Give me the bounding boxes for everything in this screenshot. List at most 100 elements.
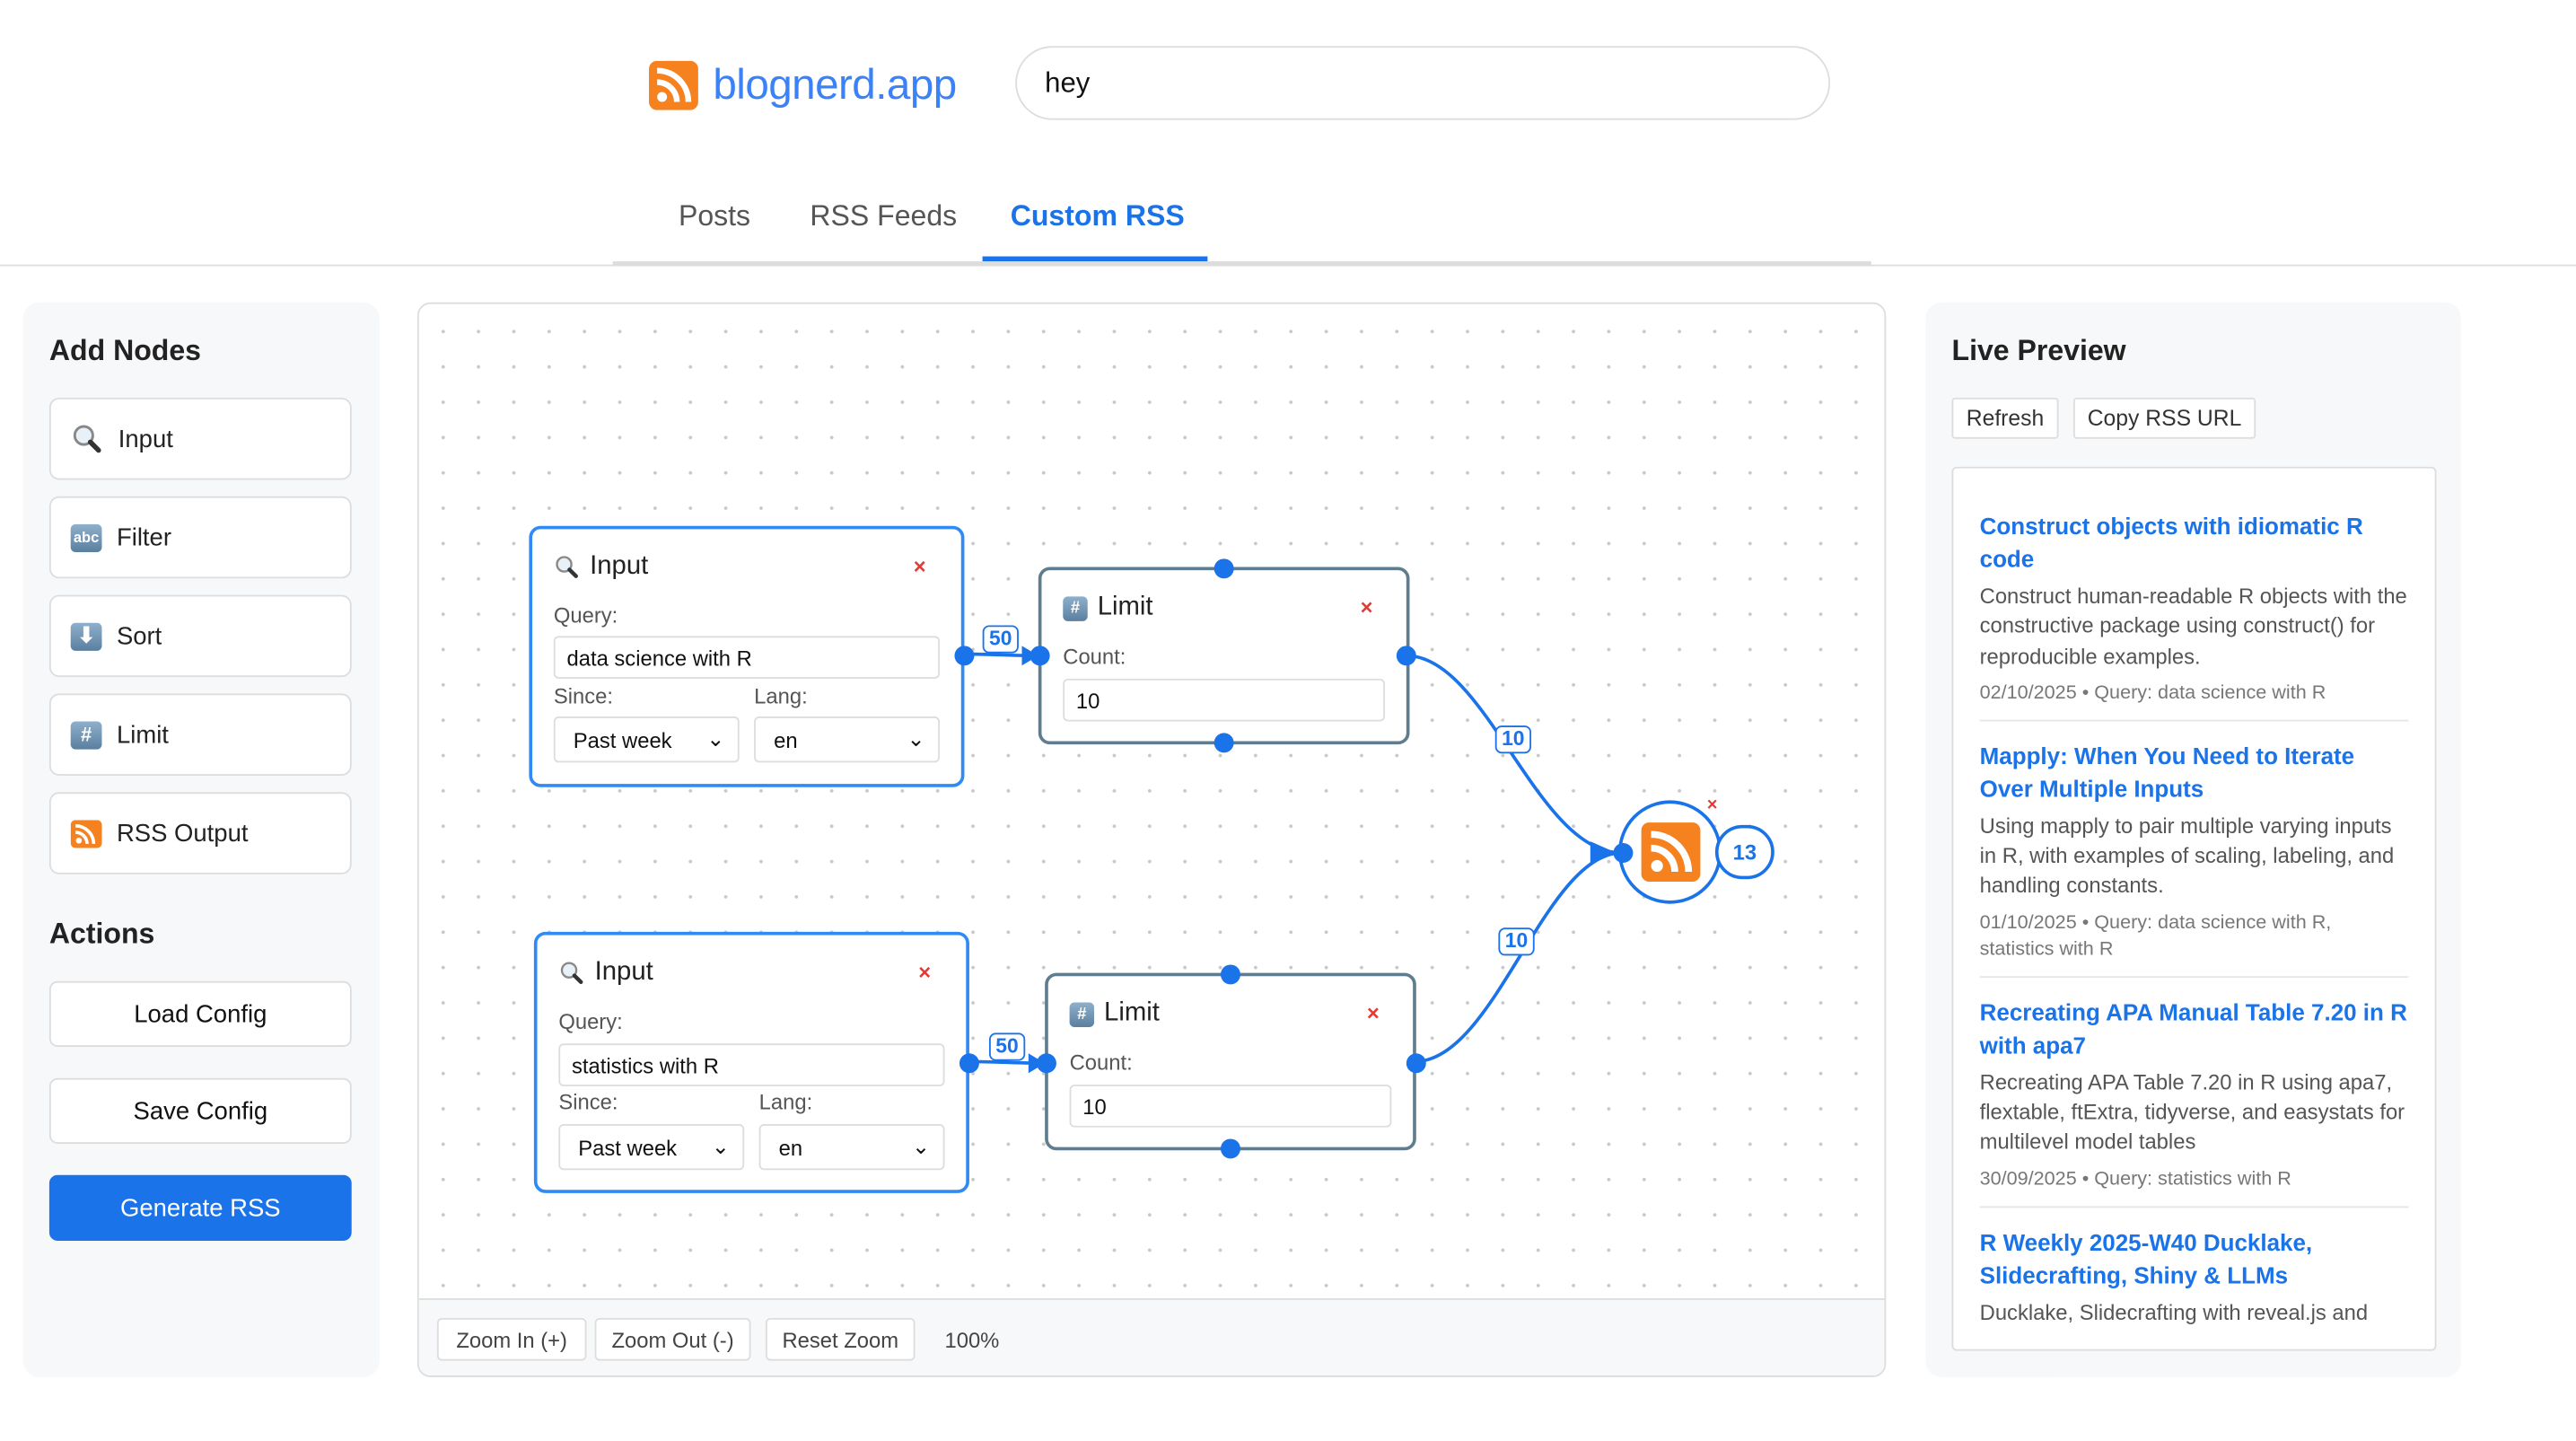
close-icon[interactable]: × [1706, 795, 1718, 815]
top-port[interactable] [1214, 558, 1234, 579]
load-config-button[interactable]: Load Config [48, 980, 352, 1047]
limit-node-title: Limit [1097, 593, 1153, 621]
bottom-port[interactable] [1220, 1138, 1240, 1159]
close-icon[interactable]: × [1360, 594, 1373, 620]
zoom-in-button[interactable]: Zoom In (+) [436, 1317, 587, 1361]
brand-name: blognerd.app [713, 58, 957, 109]
add-rss-output-node-button[interactable]: RSS Output [48, 792, 352, 874]
add-limit-label: Limit [116, 720, 169, 749]
input-port[interactable] [1613, 842, 1634, 863]
input-node-header: Input [558, 958, 653, 988]
rss-output-node[interactable] [1613, 800, 1722, 904]
output-port[interactable] [1406, 1053, 1426, 1074]
preview-item-desc: Using mapply to pair multiple varying in… [1979, 813, 2395, 899]
lang-label: Lang: [754, 683, 808, 708]
tab-custom-rss[interactable]: Custom RSS [1010, 198, 1185, 233]
preview-item-title[interactable]: Construct objects with idiomatic R code [1979, 514, 2363, 574]
lang-value: en [774, 726, 798, 752]
preview-item-meta: 02/10/2025 • Query: data science with R [1979, 680, 2326, 704]
tab-rss-feeds[interactable]: RSS Feeds [810, 198, 958, 233]
query-label: Query: [553, 602, 618, 628]
live-preview-panel: Live Preview Refresh Copy RSS URL Constr… [1925, 302, 2461, 1377]
count-input[interactable]: 10 [1069, 1085, 1392, 1128]
zoom-level: 100% [944, 1327, 1000, 1353]
add-filter-node-button[interactable]: abc Filter [48, 496, 352, 579]
preview-item-title[interactable]: Mapply: When You Need to Iterate Over Mu… [1979, 743, 2355, 804]
add-input-label: Input [118, 425, 173, 453]
input-port[interactable] [1030, 646, 1050, 666]
input-node-2[interactable]: Input × Query: statistics with R Since: … [533, 931, 979, 1193]
rss-logo-icon [649, 59, 698, 110]
edge-limit2-output[interactable] [1414, 851, 1622, 1064]
zoom-out-button[interactable]: Zoom Out (-) [594, 1317, 751, 1361]
add-limit-node-button[interactable]: # Limit [48, 693, 352, 776]
input-node-header: Input [554, 552, 648, 582]
chevron-down-icon: ⌄ [907, 726, 925, 751]
count-label: Count: [1069, 1050, 1133, 1076]
query-label: Query: [558, 1008, 623, 1034]
since-label: Since: [558, 1089, 618, 1115]
output-port[interactable] [959, 1053, 979, 1074]
limit-node-2[interactable]: # Limit × Count: 10 [1036, 964, 1426, 1159]
edge-label: 10 [1498, 927, 1535, 956]
edge-limit1-output[interactable] [1406, 654, 1622, 855]
tab-posts[interactable]: Posts [678, 198, 751, 233]
hash-icon: # [70, 720, 102, 749]
add-nodes-panel: Add Nodes Input abc Filter ⬇ Sort # Limi… [22, 302, 380, 1377]
save-config-button[interactable]: Save Config [48, 1077, 352, 1144]
count-label: Count: [1063, 644, 1126, 669]
preview-item-desc: Recreating APA Table 7.20 in R using apa… [1979, 1069, 2405, 1155]
lang-value: en [778, 1134, 803, 1160]
reset-zoom-button[interactable]: Reset Zoom [765, 1317, 916, 1361]
count-input[interactable]: 10 [1063, 678, 1386, 722]
input-port[interactable] [1036, 1053, 1056, 1074]
canvas-toolbar: Zoom In (+) Zoom Out (-) Reset Zoom 100% [418, 1298, 1885, 1376]
close-icon[interactable]: × [918, 959, 932, 985]
add-input-node-button[interactable]: Input [48, 397, 352, 480]
search-input[interactable] [1015, 46, 1831, 120]
preview-item: R Weekly 2025-W40 Ducklake, Slidecraftin… [1980, 1227, 2409, 1343]
down-arrow-icon: ⬇ [70, 621, 102, 650]
preview-item: Construct objects with idiomatic R code … [1979, 511, 2409, 722]
close-icon[interactable]: × [1366, 1000, 1380, 1026]
edge-label: 50 [988, 1032, 1026, 1061]
generate-rss-button[interactable]: Generate RSS [48, 1174, 352, 1241]
close-icon[interactable]: × [913, 553, 926, 579]
magnifier-icon [560, 962, 583, 985]
since-select[interactable]: Past week ⌄ [553, 716, 740, 763]
actions-title: Actions [48, 917, 155, 950]
input-node-title: Input [590, 552, 649, 581]
query-input[interactable]: data science with R [553, 636, 940, 679]
bottom-port[interactable] [1214, 733, 1234, 753]
rss-icon [70, 819, 102, 848]
output-port[interactable] [1396, 646, 1416, 666]
copy-rss-url-button[interactable]: Copy RSS URL [2072, 397, 2256, 439]
add-sort-node-button[interactable]: ⬇ Sort [48, 594, 352, 678]
since-value: Past week [573, 726, 672, 752]
add-nodes-title: Add Nodes [48, 333, 201, 367]
output-port[interactable] [954, 646, 975, 666]
edge-label: 10 [1494, 725, 1531, 754]
limit-node-1[interactable]: # Limit × Count: 10 [1030, 558, 1416, 753]
preview-item-desc: Ducklake, Slidecrafting with reveal.js a… [1979, 1299, 2369, 1324]
lang-select[interactable]: en⌄ [758, 1123, 945, 1171]
magnifier-icon [556, 556, 578, 578]
since-select[interactable]: Past week⌄ [558, 1123, 745, 1171]
top-port[interactable] [1220, 964, 1240, 985]
output-count-badge: 13 [1714, 824, 1774, 880]
input-node-1[interactable]: Input × Query: data science with R Since… [529, 525, 975, 787]
tab-strip [612, 261, 1871, 267]
query-input[interactable]: statistics with R [558, 1043, 945, 1086]
preview-list[interactable]: Construct objects with idiomatic R code … [1951, 466, 2437, 1351]
chevron-down-icon: ⌄ [711, 1133, 730, 1159]
lang-select[interactable]: en ⌄ [754, 716, 940, 763]
live-preview-title: Live Preview [1951, 333, 2126, 367]
brand-logo[interactable]: blognerd.app [649, 59, 957, 110]
rss-icon [1641, 822, 1701, 883]
limit-node-header: # Limit [1063, 593, 1153, 623]
chevron-down-icon: ⌄ [706, 726, 725, 751]
preview-item-title[interactable]: R Weekly 2025-W40 Ducklake, Slidecraftin… [1979, 1230, 2313, 1290]
preview-item-title[interactable]: Recreating APA Manual Table 7.20 in R wi… [1979, 1000, 2407, 1060]
refresh-button[interactable]: Refresh [1951, 397, 2059, 439]
